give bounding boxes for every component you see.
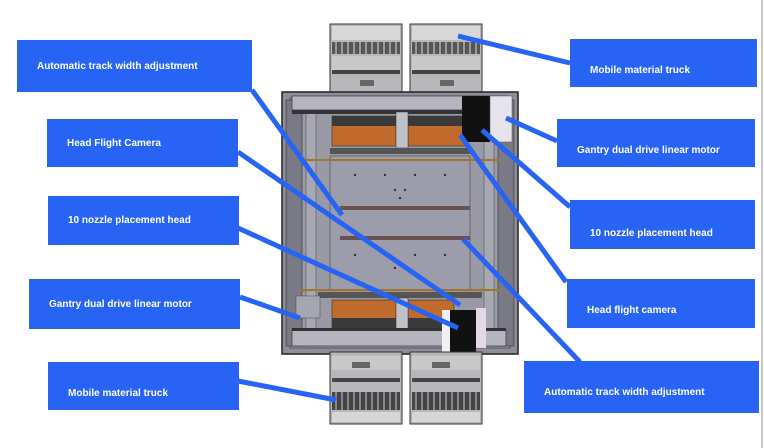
page-edge-divider	[761, 0, 763, 448]
pcb-table	[329, 155, 471, 291]
callout-label: 10 nozzle placement head	[68, 215, 191, 226]
callout-gantry-motor-left: Gantry dual drive linear motor	[29, 279, 240, 329]
callout-gantry-motor-right: Gantry dual drive linear motor	[557, 119, 755, 167]
callout-nozzle-head-left: 10 nozzle placement head	[48, 196, 239, 245]
placement-head-top	[462, 96, 492, 142]
material-truck-bottom-left	[329, 351, 403, 425]
callout-label: Head Flight Camera	[67, 137, 161, 149]
callout-head-camera-right: Head flight camera	[567, 279, 755, 328]
callout-label: Head flight camera	[587, 305, 677, 316]
callout-head-camera-left: Head Flight Camera	[47, 119, 238, 167]
placement-head-bottom	[446, 310, 476, 352]
callout-label: Mobile material truck	[68, 387, 169, 399]
callout-label: Gantry dual drive linear motor	[49, 298, 192, 310]
callout-nozzle-head-right: 10 nozzle placement head	[570, 200, 755, 249]
callout-material-truck-left: Mobile material truck	[48, 362, 239, 410]
material-truck-bottom-right	[409, 351, 483, 425]
callout-label: Mobile material truck	[590, 64, 691, 76]
callout-auto-track-right: Automatic track width adjustment	[524, 361, 759, 413]
material-truck-top-left	[329, 23, 403, 95]
material-truck-top-right	[409, 23, 483, 95]
callout-auto-track-left: Automatic track width adjustment	[17, 40, 252, 92]
callout-material-truck-right: Mobile material truck	[570, 39, 757, 87]
callout-label: Automatic track width adjustment	[37, 60, 198, 72]
callout-label: 10 nozzle placement head	[590, 228, 713, 239]
callout-label: Automatic track width adjustment	[544, 386, 705, 398]
callout-label: Gantry dual drive linear motor	[577, 144, 720, 156]
